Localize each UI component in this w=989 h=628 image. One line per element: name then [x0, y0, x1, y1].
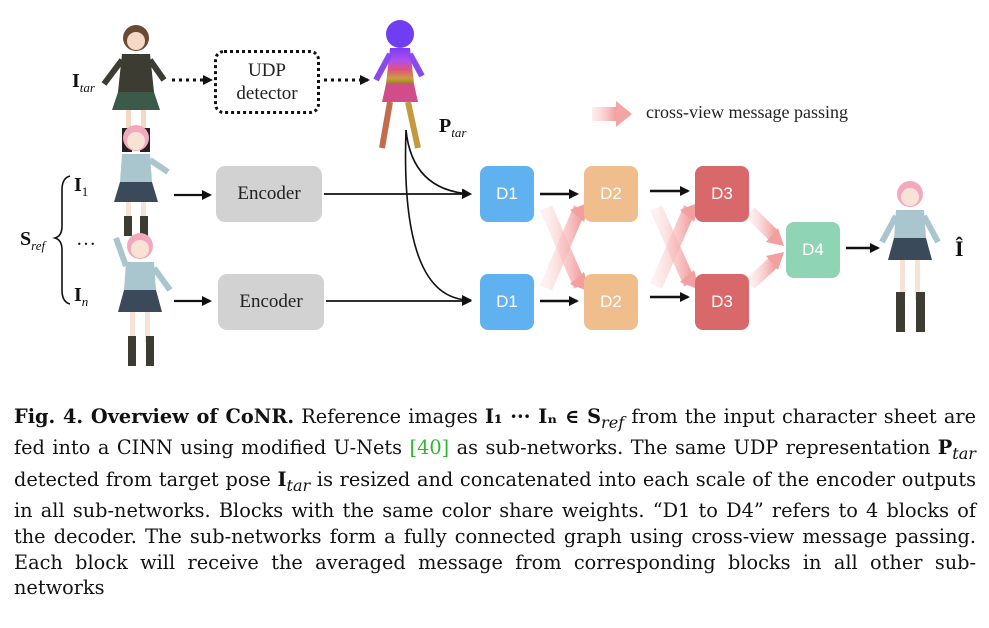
caption-math1: I₁ ··· Iₙ ∈ S — [485, 405, 602, 428]
ptar-curve-top — [405, 129, 472, 199]
legend-text: cross-view message passing — [646, 102, 848, 122]
caption-math3: I — [277, 467, 287, 491]
conr-overview-figure: Itar Ptar I1 In … Sref Î UDP detector En… — [20, 20, 964, 366]
encoder-top: Encoder — [216, 166, 322, 222]
label-I-1: I1 — [74, 174, 89, 199]
d2-block-bottom: D2 — [584, 274, 638, 330]
label-P-tar: Ptar — [439, 115, 467, 140]
d1-block-top: D1 — [480, 166, 534, 222]
d3-block-top: D3 — [695, 166, 749, 222]
d3-block-bottom: D3 — [695, 274, 749, 330]
legend-arrow-icon — [592, 101, 632, 127]
caption-ref-open: [ — [409, 436, 418, 460]
caption-ref-close: ] — [441, 436, 450, 460]
figure-arrows — [52, 20, 941, 366]
caption-part3: as sub-networks. The same UDP representa… — [449, 436, 938, 460]
caption-math1-sub: ref — [601, 412, 625, 432]
figure-caption: Fig. 4. Overview of CoNR. Reference imag… — [14, 404, 976, 601]
d4-block: D4 — [786, 222, 840, 278]
label-ellipsis: … — [76, 228, 96, 250]
caption-part2: from the input character sheet are fed i… — [14, 405, 976, 460]
caption-math3-sub: tar — [286, 475, 311, 495]
label-I-tar: Itar — [72, 70, 95, 95]
target-pose-character — [101, 25, 167, 152]
message-passing-arrows — [540, 202, 784, 292]
ptar-curve-bottom — [404, 129, 472, 305]
label-I-n: In — [74, 284, 89, 309]
reference-character-1 — [114, 125, 170, 236]
udp-pose-silhouette — [373, 20, 425, 149]
caption-part5: is resized and concatenated into each sc… — [14, 467, 976, 600]
encoder-bottom: Encoder — [218, 274, 324, 330]
caption-head: Fig. 4. Overview of CoNR. — [14, 405, 295, 428]
udp-detector-box: UDP detector — [214, 50, 320, 114]
caption-math2-sub: tar — [952, 444, 976, 464]
sref-brace — [52, 175, 71, 305]
udp-detector-line2: detector — [236, 83, 298, 104]
caption-part4: detected from target pose — [14, 467, 278, 491]
caption-ref-link[interactable]: 40 — [417, 436, 442, 460]
caption-math2: P — [937, 436, 953, 460]
reference-character-n — [113, 233, 173, 366]
caption-part1: Reference images — [294, 405, 486, 428]
output-character — [879, 181, 941, 332]
d2-block-top: D2 — [584, 166, 638, 222]
label-I-hat: Î — [955, 236, 964, 261]
udp-detector-line1: UDP — [247, 60, 286, 81]
label-S-ref: Sref — [20, 228, 46, 253]
d1-block-bottom: D1 — [480, 274, 534, 330]
